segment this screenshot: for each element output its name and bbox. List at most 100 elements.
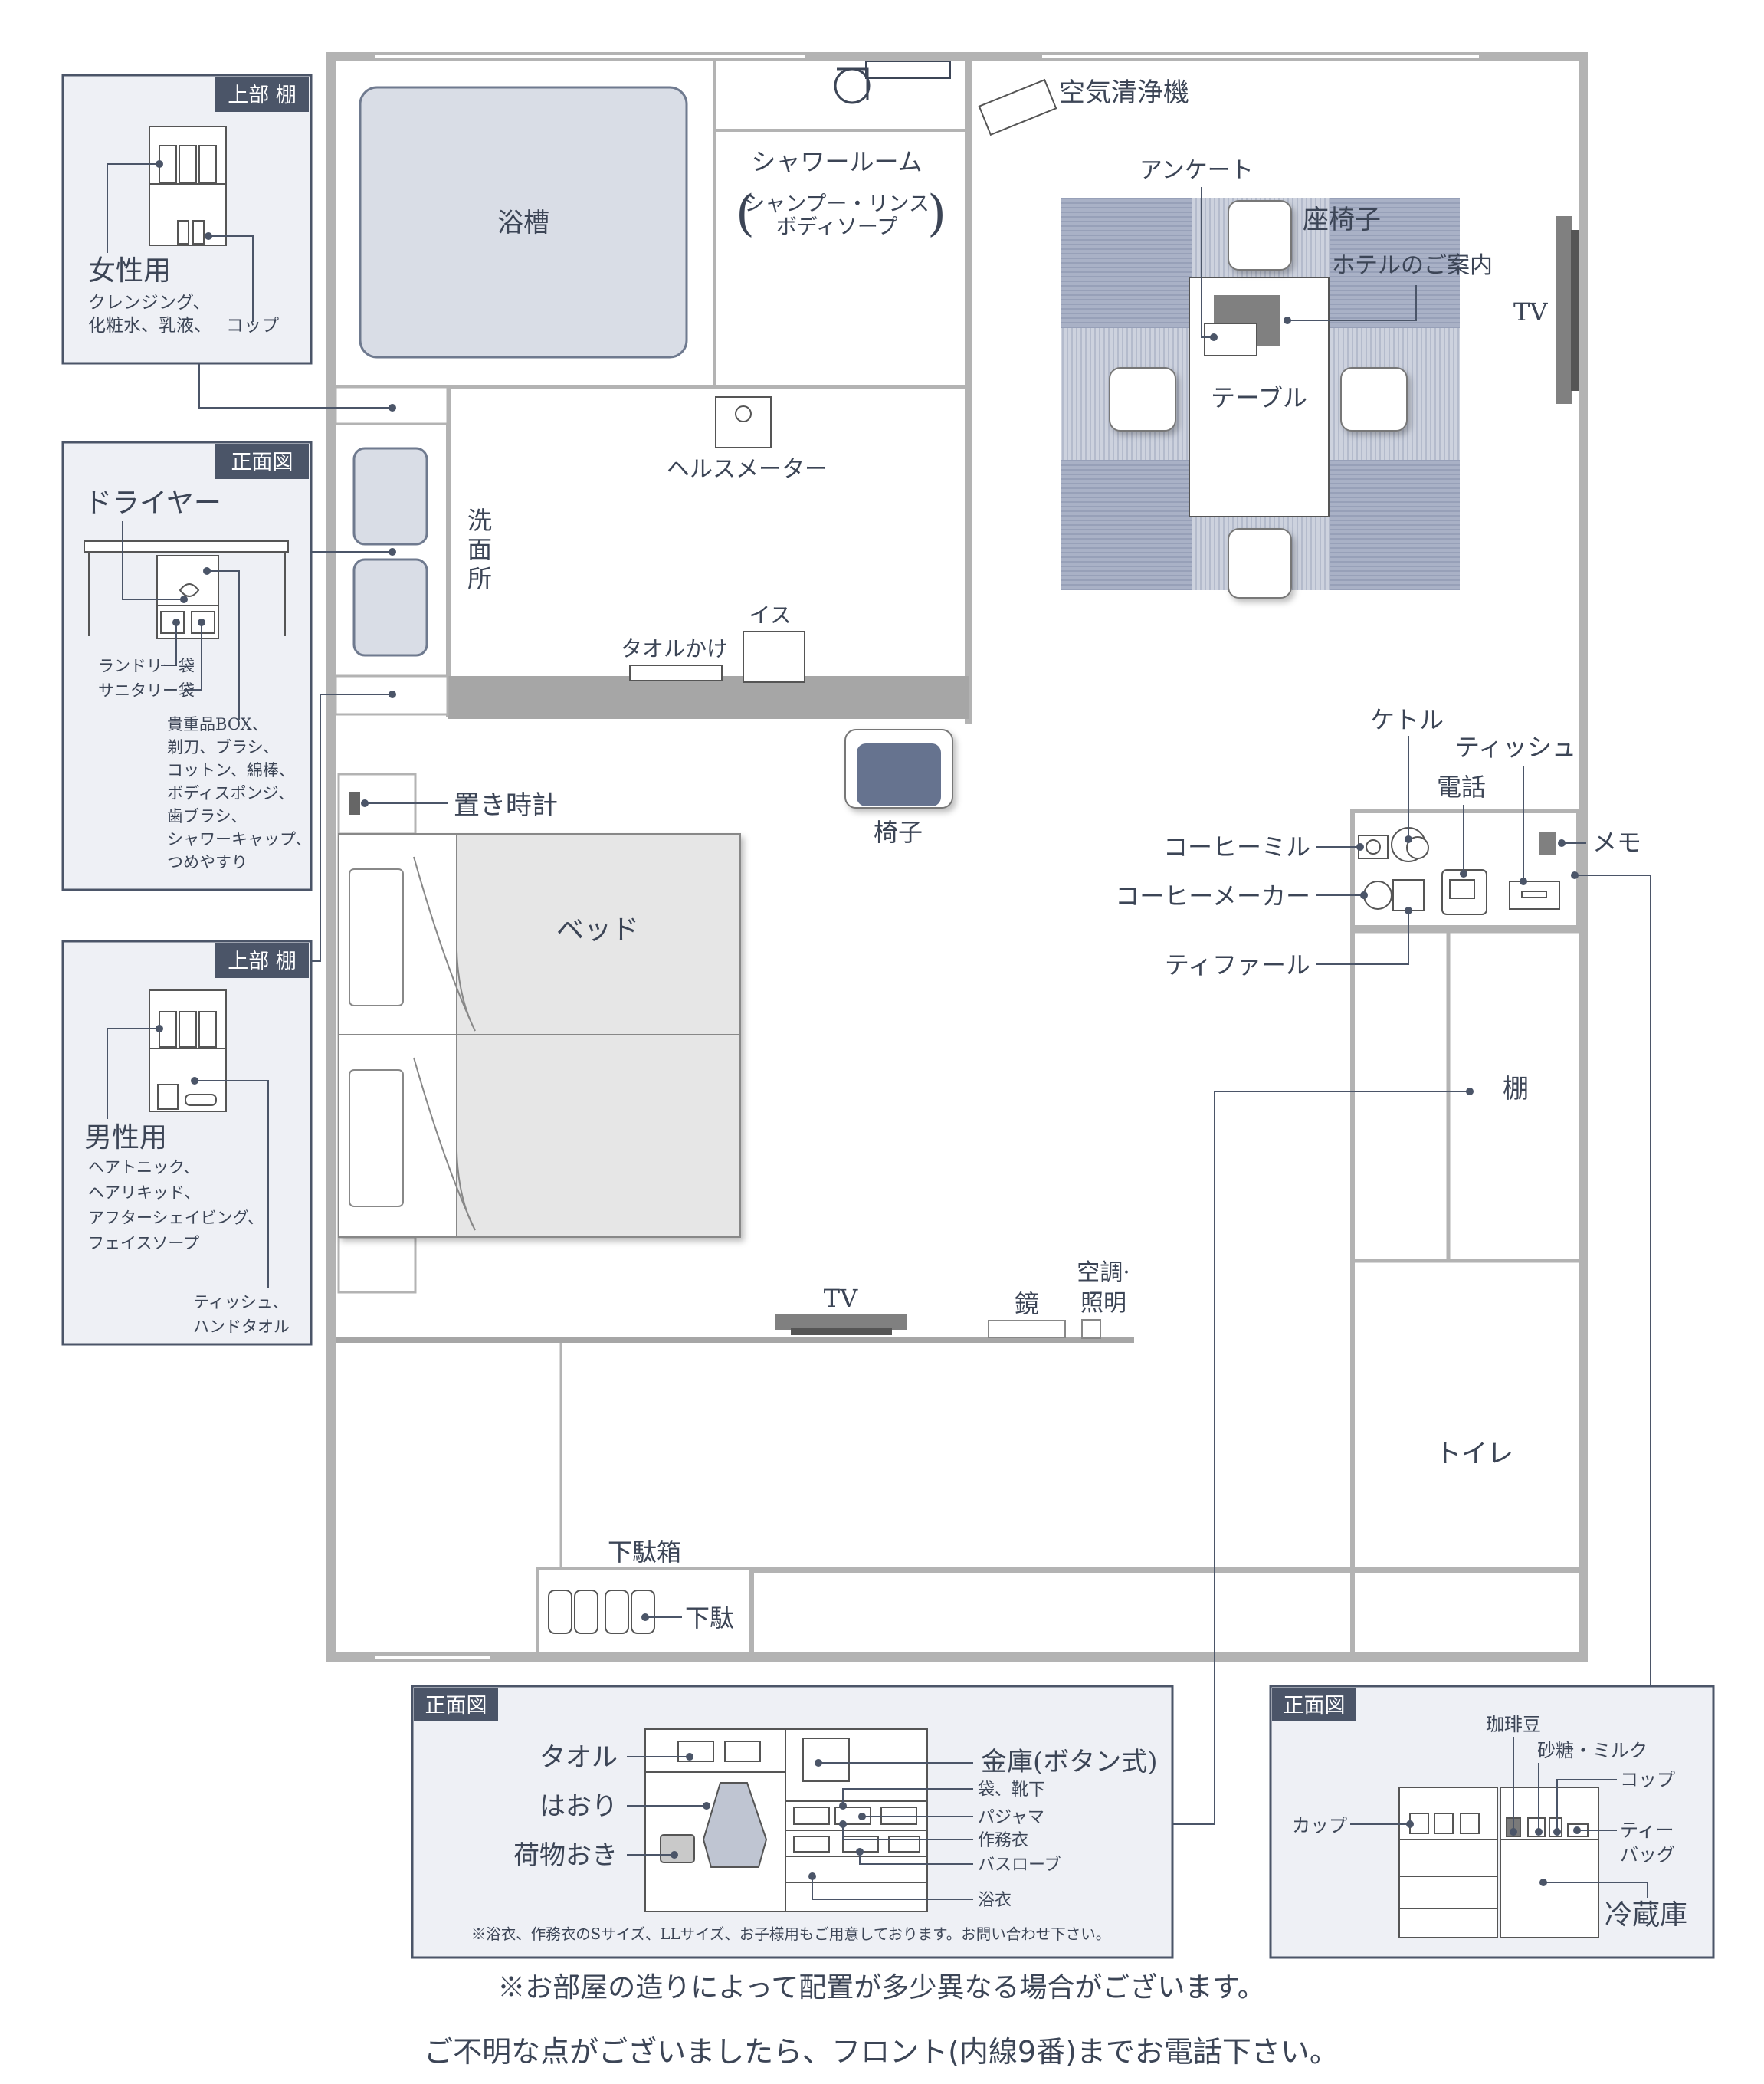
memo-label: メモ — [1592, 828, 1641, 857]
panel-men-title: 男性用 — [84, 1122, 167, 1154]
panel-dryer-tag: 正面図 — [231, 451, 293, 474]
fridge-teabag-label-1: ティー — [1620, 1820, 1674, 1841]
tv-bottom-label: TV — [824, 1284, 858, 1313]
connector-dots — [389, 404, 1579, 1095]
stool-label: イス — [749, 602, 791, 628]
tv-right-shape — [1556, 216, 1572, 404]
windows — [375, 55, 1479, 1659]
fridge-label: 冷蔵庫 — [1605, 1899, 1687, 1931]
armchair-shape — [844, 729, 953, 809]
air-purifier-shape — [978, 78, 1057, 136]
panel-men-items: ヘアトニック、 ヘアリキッド、 アフターシェイビング、 フェイスソープ ティッシ… — [88, 1158, 290, 1336]
valuables-line: つめやすり — [167, 853, 248, 871]
fridge-leaders — [1350, 1737, 1648, 1898]
bathtub-shape — [359, 86, 688, 359]
tv-bottom-stand — [791, 1328, 892, 1335]
panel-women-tag: 上部 棚 — [228, 84, 297, 107]
men-item: フェイスソープ — [88, 1234, 199, 1252]
counter-fixtures — [1358, 827, 1560, 915]
aircon-label-1: 空調· — [1077, 1259, 1130, 1286]
aircon-shape — [1081, 1319, 1101, 1339]
mirror-label: 鏡 — [1015, 1289, 1039, 1318]
questionnaire-dot — [1210, 333, 1218, 341]
geta-shapes — [548, 1590, 655, 1634]
sink-1 — [352, 447, 428, 546]
hotel-guide-dot — [1284, 317, 1291, 324]
closet-note: ※浴衣、作務衣のSサイズ、LLサイズ、お子様用もご用意しております。お問い合わせ… — [471, 1925, 1110, 1943]
washroom-label-1: 洗 — [467, 506, 492, 535]
panel-dryer — [61, 441, 313, 891]
table-label: テーブル — [1211, 383, 1307, 412]
valuables-line: コットン、綿棒、 — [167, 761, 295, 779]
tv-right-stand — [1571, 230, 1579, 391]
fridge-sugar-label: 砂糖・ミルク — [1537, 1740, 1648, 1761]
closet-pajama-label: パジャマ — [978, 1808, 1044, 1827]
tfal-label: ティファール — [1165, 950, 1310, 980]
closet-luggage-label: 荷物おき — [513, 1840, 618, 1871]
health-meter-dial — [735, 405, 752, 422]
nightstand-bottom — [337, 1236, 417, 1294]
bed-shape — [338, 833, 741, 1238]
desk-clock-label: 置き時計 — [454, 790, 558, 821]
mirror-shape — [988, 1320, 1066, 1338]
fridge-teabag-label-2: バッグ — [1620, 1844, 1675, 1866]
stool-shape — [743, 631, 805, 683]
living-leaders — [1201, 187, 1417, 338]
panel-women-title: 女性用 — [88, 255, 171, 287]
men-item: ヘアリキッド、 — [88, 1183, 200, 1202]
shower-items-line1: シャンプー・リンス — [744, 192, 930, 216]
tissue-counter-label: ティッシュ — [1455, 733, 1576, 762]
fridge-cup-right-label: コップ — [1620, 1769, 1675, 1790]
outer-walls — [326, 52, 1588, 1662]
geta-label: 下駄 — [685, 1603, 734, 1633]
panel-fridge-tag: 正面図 — [1284, 1694, 1346, 1718]
footer-note-2: ご不明な点がございましたら、フロント(内線9番)までお電話下さい。 — [424, 2035, 1339, 2069]
closet-bathrobe-label: バスローブ — [978, 1856, 1061, 1875]
memo-shape — [1539, 832, 1556, 855]
air-purifier-label: 空気清浄機 — [1059, 77, 1189, 108]
kettle-label: ケトル — [1370, 705, 1444, 734]
panel-connectors — [198, 363, 1651, 1825]
panel-closet-tag: 正面図 — [425, 1694, 487, 1718]
shower-fixture — [834, 61, 951, 104]
coffee-maker-label: コーヒーメーカー — [1115, 881, 1310, 911]
men-tissue: ハンドタオル — [193, 1318, 290, 1336]
aircon-label-2: 照明 — [1080, 1290, 1126, 1317]
geta-box-label: 下駄箱 — [608, 1538, 681, 1567]
panel-closet — [411, 1685, 1174, 1959]
closet-dots — [671, 1753, 866, 1880]
floor-chair-label: 座椅子 — [1303, 205, 1381, 235]
men-item: ヘアトニック、 — [88, 1158, 199, 1177]
toilet-label: トイレ — [1435, 1439, 1513, 1469]
bathtub-label: 浴槽 — [497, 208, 549, 238]
fridge-dots — [1406, 1820, 1581, 1886]
phone-label: 電話 — [1437, 773, 1486, 802]
panel-men-tag: 上部 棚 — [228, 950, 297, 973]
bed-label: ベッド — [556, 914, 639, 946]
washroom-label-3: 所 — [467, 564, 492, 593]
valuables-line: シャワーキャップ、 — [167, 830, 311, 848]
men-item: アフターシェイビング、 — [88, 1209, 264, 1227]
closet-samue-label: 作務衣 — [978, 1831, 1028, 1850]
panel-women — [61, 74, 313, 365]
panel-women-cup: コップ — [226, 316, 279, 336]
fridge-beans-label: 珈琲豆 — [1486, 1714, 1541, 1735]
coffee-mill-label: コーヒーミル — [1163, 832, 1310, 861]
valuables-line: 剃刀、ブラシ、 — [167, 738, 279, 756]
geta-dot — [641, 1613, 649, 1621]
closet-towel-label: タオル — [539, 1742, 618, 1773]
counter-dots — [1356, 835, 1566, 914]
panel-dryer-title: ドライヤー — [84, 487, 221, 519]
desk-clock-shape — [349, 792, 360, 815]
panel-dryer-valuables: 貴重品BOX、 剃刀、ブラシ、 コットン、綿棒、 ボディスポンジ、 歯ブラシ、 … — [167, 715, 311, 871]
panel-women-items-2: 化粧水、乳液、 — [88, 316, 211, 336]
valuables-line: 歯ブラシ、 — [167, 807, 247, 825]
towel-rack-label: タオルかけ — [621, 636, 728, 661]
questionnaire-label: アンケート — [1139, 157, 1254, 184]
closet-socks-label: 袋、靴下 — [978, 1780, 1045, 1800]
paren-open: ( — [736, 185, 755, 242]
valuables-line: 貴重品BOX、 — [167, 715, 268, 734]
washroom-label-2: 面 — [467, 535, 492, 564]
